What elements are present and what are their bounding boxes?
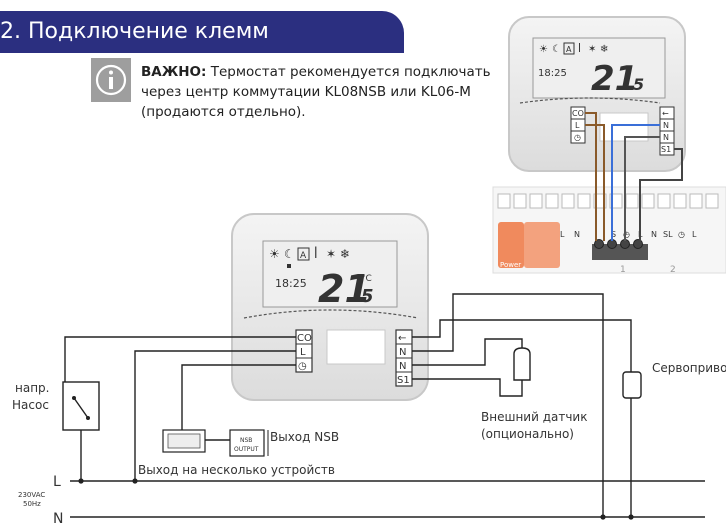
auto-icon: A: [566, 45, 572, 54]
svg-text:N: N: [574, 230, 580, 239]
box-wires: [585, 112, 683, 241]
actuator-label: Сервопривод: [652, 361, 726, 375]
svg-text:L: L: [575, 121, 580, 130]
rail-n-label: N: [53, 511, 63, 525]
moon-icon: ☾: [552, 44, 561, 55]
terminal-s1: S1: [397, 375, 410, 386]
supply-frequency: 50Hz: [23, 500, 41, 508]
moon-icon: ☾: [284, 247, 295, 261]
svg-text:SL: SL: [663, 230, 673, 239]
zone2-label: 2: [670, 265, 676, 275]
diagram-labels: напр. Насос Сервопривод Внешний датчик (…: [12, 361, 726, 525]
important-note: ВАЖНО: Термостат рекомендуется подключат…: [141, 62, 516, 122]
snow-icon: ❄: [340, 247, 350, 261]
svg-text:N: N: [663, 133, 669, 142]
pump-label-line1: напр.: [15, 381, 49, 395]
kl08nsb-box: Power L N S ◷ L N SL ◷ L 1 2: [492, 186, 726, 275]
svg-text:L: L: [692, 230, 697, 239]
auto-icon: A: [300, 251, 307, 261]
svg-text:←: ←: [662, 109, 669, 118]
main-lcd-icons: ☀ ☾ A ꟾ ✶ ❄: [269, 246, 350, 261]
multi-output-label: Выход на несколько устройств: [138, 463, 335, 477]
svg-text:CO: CO: [572, 109, 584, 118]
svg-text:◷: ◷: [623, 230, 630, 239]
supply-voltage: 230VAC: [18, 491, 45, 499]
svg-text:N: N: [663, 121, 669, 130]
svg-text:NSB: NSB: [240, 437, 252, 444]
small-lcd-time: 18:25: [538, 68, 567, 79]
terminal-n2: N: [399, 361, 406, 372]
small-thermostat: ☀ ☾ A ꟾ ✶ ❄ 18:25 21 5 CO L ◷ ← NN S1: [508, 16, 686, 172]
sensor-label-line1: Внешний датчик: [481, 410, 587, 424]
terminal-n1: N: [399, 347, 406, 358]
svg-text:◷: ◷: [678, 230, 685, 239]
nsb-output-box: NSB OUTPUT: [229, 429, 265, 457]
main-thermostat: ☀ ☾ A ꟾ ✶ ❄ 18:25 21 5 °C CO L ◷ ← N N S: [231, 213, 429, 401]
sun-icon: ☀: [269, 247, 280, 261]
junction-dots: [78, 478, 634, 520]
sun-icon: ☀: [539, 44, 548, 55]
small-terminals-right: ← NN S1: [660, 109, 674, 154]
party-icon: ꟾ: [578, 42, 581, 55]
rail-l-label: L: [53, 474, 61, 490]
svg-text:◷: ◷: [574, 133, 581, 142]
sensor-icon: [513, 347, 531, 390]
actuator-icon: [622, 371, 642, 399]
small-lcd-temp-decimal: 5: [633, 75, 644, 94]
svg-text:S: S: [611, 230, 616, 239]
section-header: 2. Подключение клемм: [0, 11, 404, 53]
party-icon: ꟾ: [314, 246, 318, 261]
snow-icon: ❄: [600, 44, 608, 55]
main-lcd-unit: °C: [361, 274, 372, 284]
terminal-l: L: [300, 347, 306, 358]
main-terminals-left: CO L ◷: [297, 333, 312, 372]
svg-text:OUTPUT: OUTPUT: [234, 446, 259, 453]
note-label: ВАЖНО:: [141, 64, 207, 80]
sensor-label-line2: (опционально): [481, 427, 574, 441]
svg-text:L: L: [560, 230, 565, 239]
terminal-co: CO: [297, 333, 312, 344]
pump-label-line2: Насос: [12, 398, 49, 412]
wires: [64, 293, 705, 518]
main-terminals-right: ← N N S1: [397, 333, 410, 386]
svg-text:N: N: [651, 230, 657, 239]
section-title: 2. Подключение клемм: [0, 19, 269, 44]
terminal-arrow: ←: [398, 333, 406, 344]
nsb-output-label: Выход NSB: [270, 430, 339, 444]
main-lcd-temp: 21: [318, 267, 371, 311]
pump-switch: [62, 381, 100, 431]
note-text: Термостат рекомендуется подключать через…: [141, 64, 491, 120]
main-lcd-temp-decimal: 5: [361, 286, 374, 307]
info-icon: [95, 64, 127, 96]
small-lcd-temp: 21: [591, 59, 638, 99]
terminal-clock: ◷: [298, 361, 307, 372]
zone1-label: 1: [620, 265, 626, 275]
main-lcd-time: 18:25: [275, 277, 307, 290]
small-terminals-left: CO L ◷: [571, 109, 585, 142]
small-lcd-icons: ☀ ☾ A ꟾ ✶ ❄: [539, 42, 608, 55]
fan-icon: ✶: [326, 247, 336, 261]
fan-icon: ✶: [588, 44, 596, 55]
power-label: Power: [500, 261, 521, 269]
svg-text:S1: S1: [661, 145, 671, 154]
nsb-device-icon: [162, 429, 206, 453]
info-icon-box: [91, 58, 131, 102]
